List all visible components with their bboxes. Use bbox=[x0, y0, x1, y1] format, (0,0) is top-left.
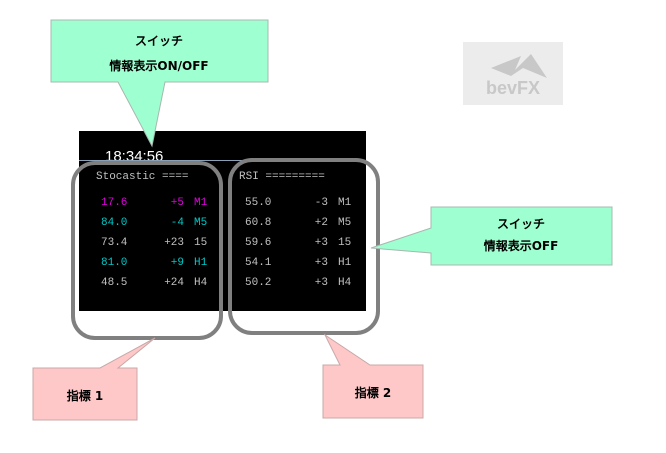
rsi-change: +3 bbox=[314, 257, 328, 269]
callout-top bbox=[50, 19, 269, 148]
stoch-change: -4 bbox=[170, 217, 184, 229]
rsi-tf: H4 bbox=[338, 277, 352, 289]
rsi-value: 60.8 bbox=[245, 217, 272, 229]
indicator1-label: 指標 1 bbox=[67, 388, 104, 403]
stoch-tf: M1 bbox=[194, 197, 208, 209]
indicator2-frame bbox=[228, 158, 380, 335]
stoch-change: +23 bbox=[164, 237, 184, 249]
rsi-change: +3 bbox=[314, 277, 328, 289]
rsi-change: -3 bbox=[314, 197, 328, 209]
rsi-change: +3 bbox=[314, 237, 328, 249]
stoch-change: +5 bbox=[170, 197, 184, 209]
bird-icon bbox=[491, 54, 547, 78]
stoch-tf: H4 bbox=[194, 277, 208, 289]
stoch-value: 84.0 bbox=[101, 217, 128, 229]
rsi-tf: H1 bbox=[338, 257, 352, 269]
indicator2-label: 指標 2 bbox=[355, 385, 392, 400]
callout-top-line1: スイッチ bbox=[135, 34, 183, 48]
bevfx-logo: bevFX bbox=[463, 42, 563, 105]
stoch-tf: 15 bbox=[194, 237, 208, 249]
stoch-tf: M5 bbox=[194, 217, 208, 229]
stoch-value: 73.4 bbox=[101, 237, 128, 249]
rsi-value: 55.0 bbox=[245, 197, 272, 209]
divider bbox=[79, 160, 366, 161]
stoch-value: 48.5 bbox=[101, 277, 128, 289]
rsi-header: RSI ========= bbox=[239, 171, 325, 183]
callout-top-line2: 情報表示ON/OFF bbox=[109, 58, 208, 73]
rsi-value: 54.1 bbox=[245, 257, 272, 269]
rsi-tf: M5 bbox=[338, 217, 352, 229]
stoch-value: 17.6 bbox=[101, 197, 128, 209]
stoch-change: +9 bbox=[170, 257, 184, 269]
callout-right bbox=[370, 206, 613, 266]
callout-indicator1 bbox=[32, 337, 156, 421]
rsi-tf: 15 bbox=[338, 237, 352, 249]
rsi-tf: M1 bbox=[338, 197, 352, 209]
stoch-change: +24 bbox=[164, 277, 184, 289]
callout-right-line2: 情報表示OFF bbox=[484, 238, 559, 253]
rsi-value: 59.6 bbox=[245, 237, 272, 249]
rsi-value: 50.2 bbox=[245, 277, 272, 289]
callout-right-line1: スイッチ bbox=[497, 217, 545, 231]
logo-text: bevFX bbox=[485, 78, 541, 98]
stoch-header: Stocastic ==== bbox=[96, 171, 189, 183]
stoch-value: 81.0 bbox=[101, 257, 128, 269]
stoch-tf: H1 bbox=[194, 257, 208, 269]
callout-indicator2 bbox=[322, 333, 424, 419]
indicator1-frame bbox=[71, 161, 223, 340]
rsi-change: +2 bbox=[314, 217, 328, 229]
